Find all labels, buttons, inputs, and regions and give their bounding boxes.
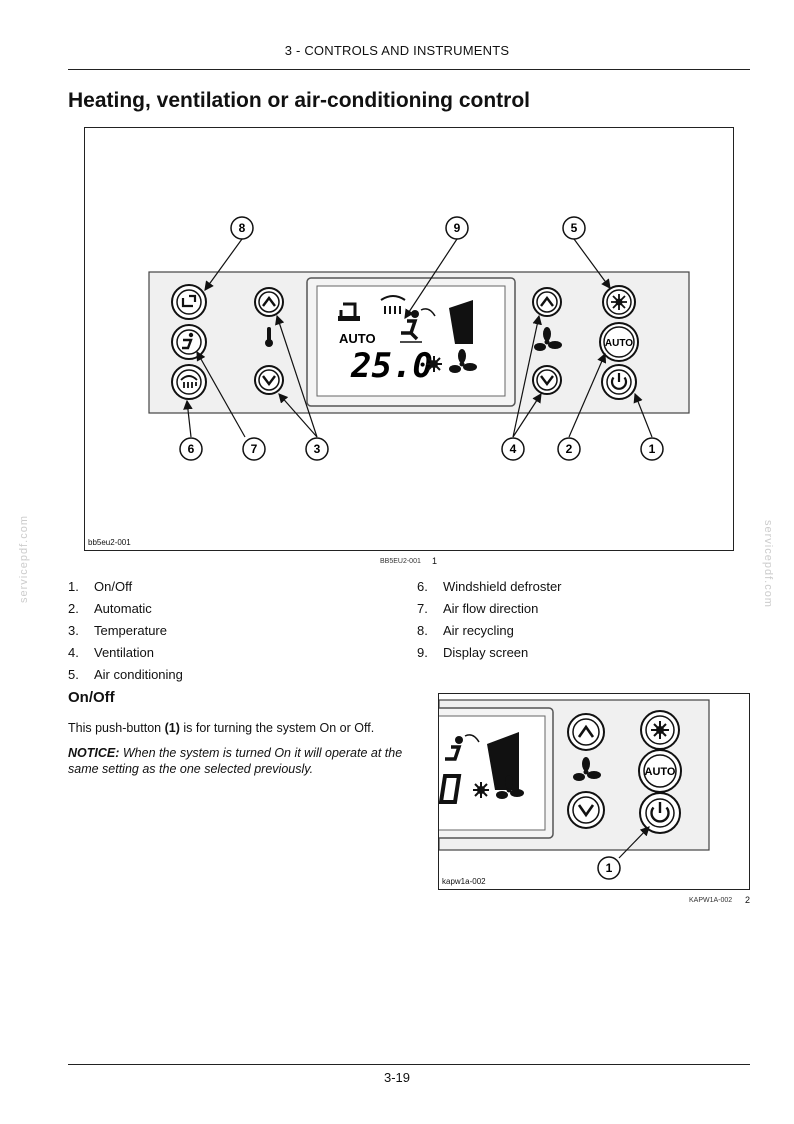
watermark-left: servicepdf.com xyxy=(18,515,30,603)
svg-text:3: 3 xyxy=(314,442,321,456)
display-temperature: 25.0 xyxy=(350,346,433,386)
legend-right: 6.Windshield defroster 7.Air flow direct… xyxy=(417,576,562,664)
onoff-description: This push-button (1) is for turning the … xyxy=(68,721,375,735)
legend-left: 1.On/Off 2.Automatic 3.Temperature 4.Ven… xyxy=(68,576,183,686)
auto-button-label: AUTO xyxy=(645,766,676,778)
ventilation-down-button[interactable] xyxy=(567,791,605,829)
figure-1-caption: BB5EU2-001 xyxy=(380,558,421,565)
fan-display-icon xyxy=(496,775,524,799)
fan-display-icon xyxy=(449,349,477,373)
callout-leaders xyxy=(183,238,653,438)
page-number: 3-19 xyxy=(383,1070,411,1085)
header-divider xyxy=(68,69,750,70)
temperature-up-button[interactable] xyxy=(254,287,284,317)
air-conditioning-button[interactable] xyxy=(640,710,680,750)
callout-7: 7 xyxy=(242,437,266,461)
footer-divider xyxy=(68,1064,750,1065)
button-reference: (1) xyxy=(164,721,180,735)
legend-item: 4.Ventilation xyxy=(68,645,154,660)
legend-item: 5.Air conditioning xyxy=(68,667,183,682)
on-off-button[interactable] xyxy=(601,364,637,400)
svg-text:5: 5 xyxy=(571,221,578,235)
figure-1: AUTO 25.0 xyxy=(84,127,734,551)
hvac-panel-illustration: AUTO 25.0 xyxy=(148,216,690,461)
fan-icon xyxy=(573,757,601,781)
svg-text:1: 1 xyxy=(649,442,656,456)
callout-6: 6 xyxy=(179,437,203,461)
legend-item: 3.Temperature xyxy=(68,623,167,638)
digit-segment xyxy=(439,774,462,804)
figure-2-number: 2 xyxy=(745,895,751,905)
air-flow-direction-button[interactable] xyxy=(171,324,207,360)
svg-text:6: 6 xyxy=(188,442,195,456)
figure-1-tag: bb5eu2-001 xyxy=(88,538,131,547)
legend-item: 8.Air recycling xyxy=(417,623,514,638)
callout-1: 1 xyxy=(597,856,621,880)
svg-text:7: 7 xyxy=(251,442,258,456)
notice-text: NOTICE: When the system is turned On it … xyxy=(68,746,403,776)
running-header: 3 - CONTROLS AND INSTRUMENTS xyxy=(284,43,510,58)
auto-button-label: AUTO xyxy=(605,338,633,349)
page-title: Heating, ventilation or air-conditioning… xyxy=(68,89,530,112)
automatic-button[interactable]: AUTO xyxy=(599,322,639,362)
svg-text:9: 9 xyxy=(454,221,461,235)
notice-label: NOTICE: xyxy=(68,746,120,760)
svg-text:1: 1 xyxy=(606,861,613,875)
callout-2: 2 xyxy=(557,437,581,461)
callout-5: 5 xyxy=(562,216,586,240)
svg-text:8: 8 xyxy=(239,221,246,235)
display-screen-detail xyxy=(439,715,546,831)
thermometer-icon xyxy=(265,327,273,347)
svg-text:2: 2 xyxy=(566,442,573,456)
on-off-button[interactable] xyxy=(639,792,681,834)
figure-2-caption: KAPW1A-002 xyxy=(689,897,733,904)
ventilation-up-button[interactable] xyxy=(532,287,562,317)
fan-speed-bar xyxy=(449,300,473,344)
callout-3: 3 xyxy=(305,437,329,461)
ac-display-icon xyxy=(426,356,442,372)
figure-2-tag: kapw1a-002 xyxy=(442,877,486,886)
windshield-defroster-button[interactable] xyxy=(171,364,207,400)
airflow-person-icon xyxy=(445,734,480,761)
air-recycling-button[interactable] xyxy=(171,284,207,320)
callout-9: 9 xyxy=(445,216,469,240)
recirc-icon xyxy=(338,302,360,321)
callout-1: 1 xyxy=(640,437,664,461)
callout-leader xyxy=(618,826,650,859)
defrost-display-icon xyxy=(380,295,406,314)
ventilation-up-button[interactable] xyxy=(567,713,605,751)
callout-8: 8 xyxy=(230,216,254,240)
temperature-down-button[interactable] xyxy=(254,365,284,395)
onoff-heading: On/Off xyxy=(68,689,115,706)
display-auto-text: AUTO xyxy=(339,331,376,346)
fan-icon xyxy=(534,327,562,351)
figure-1-number: 1 xyxy=(432,556,438,566)
automatic-button[interactable]: AUTO xyxy=(638,749,682,793)
fan-speed-bar xyxy=(487,732,519,790)
legend-item: 7.Air flow direction xyxy=(417,601,539,616)
legend-item: 6.Windshield defroster xyxy=(417,579,562,594)
legend-item: 9.Display screen xyxy=(417,645,529,660)
ventilation-down-button[interactable] xyxy=(532,365,562,395)
callout-4: 4 xyxy=(501,437,525,461)
legend-item: 2.Automatic xyxy=(68,601,152,616)
watermark-right: servicepdf.com xyxy=(762,520,774,608)
ac-display-icon xyxy=(473,782,489,798)
air-conditioning-button[interactable] xyxy=(602,285,636,319)
svg-text:4: 4 xyxy=(510,442,517,456)
legend-item: 1.On/Off xyxy=(68,579,133,594)
onoff-detail-illustration: AUTO 1 xyxy=(439,699,710,880)
figure-2: AUTO 1 kapw1a-002 xyxy=(438,693,750,890)
display-screen xyxy=(316,285,506,397)
